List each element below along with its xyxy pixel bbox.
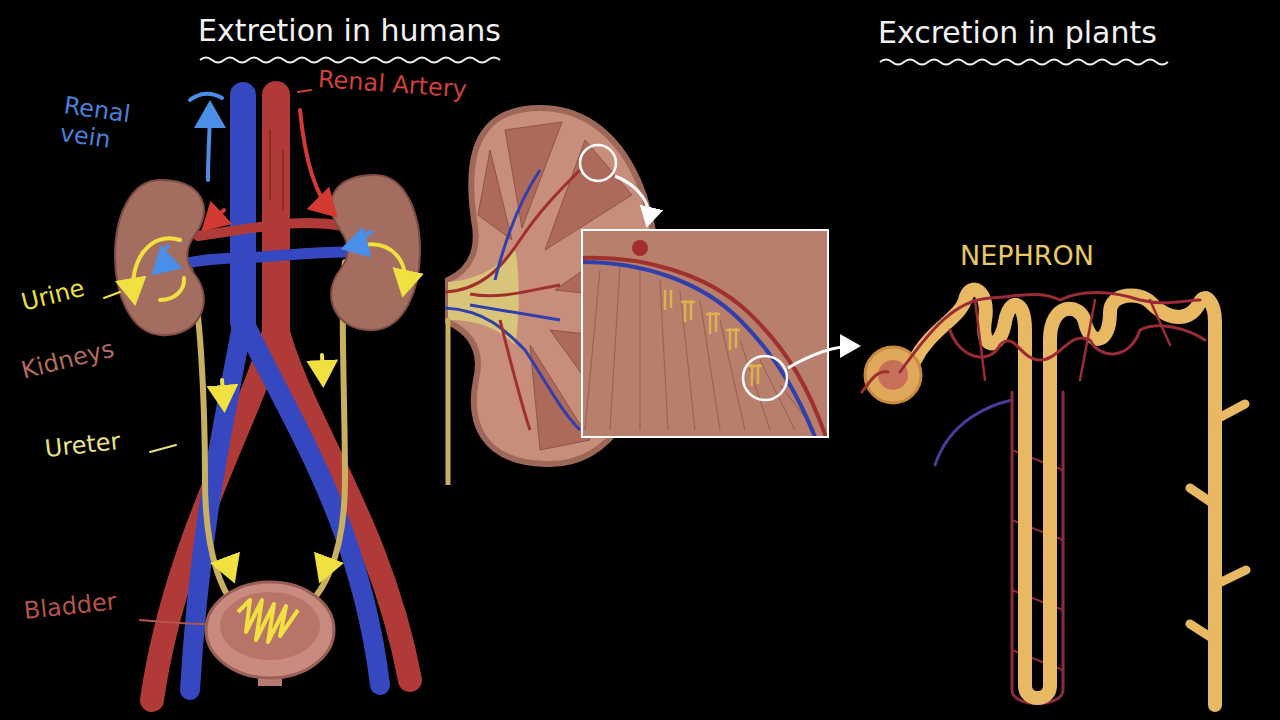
zoom-inset (743, 356, 787, 400)
kidney-section (495, 170, 540, 280)
leader-line (140, 620, 204, 624)
flow-arrow (222, 380, 224, 405)
leader-line (104, 292, 120, 298)
flow-arrow (190, 94, 222, 100)
zoom-inset (665, 290, 762, 386)
zoom-inset (788, 346, 855, 368)
kidney-section (445, 170, 580, 430)
blood-vessels (276, 223, 345, 226)
zoom-inset (639, 270, 640, 430)
nephron-drawing (935, 400, 1012, 465)
zoom-inset (700, 300, 720, 430)
leader-line (104, 90, 311, 624)
part-label: Kidneys (19, 336, 117, 386)
zoom-inset (585, 270, 600, 430)
leader-line (298, 90, 311, 92)
blood-vessels (262, 95, 290, 330)
flow-arrow (226, 560, 232, 576)
kidney-section (580, 145, 616, 181)
kidney-section (478, 150, 512, 240)
nephron-drawing (900, 293, 1200, 373)
flow-arrow (362, 232, 372, 252)
zoom-inset (610, 265, 620, 430)
part-label: Bladder (23, 588, 118, 625)
kidney-section (500, 320, 530, 430)
kidney-section (445, 170, 580, 292)
flow-arrow (160, 278, 184, 300)
part-label: Urine (19, 275, 88, 317)
nephron-drawing (878, 360, 908, 390)
zoom-inset (582, 258, 826, 437)
kidney-section (448, 250, 519, 345)
flow-arrow (322, 355, 323, 380)
zoom-inset (726, 328, 740, 350)
part-label: Ureter (44, 428, 122, 463)
heading-underline (200, 58, 500, 63)
zoom-inset (720, 320, 745, 430)
part-label: NEPHRON (960, 240, 1094, 271)
nephron-drawing (1190, 404, 1246, 640)
nephron-drawing (862, 372, 888, 392)
kidney-section (446, 318, 451, 485)
kidney-section (470, 285, 560, 296)
heading-underline (200, 58, 1168, 65)
nephron-drawing (915, 290, 1215, 705)
heading-underline (880, 60, 1168, 65)
flow-arrow (133, 238, 180, 298)
kidney-section (505, 122, 562, 228)
zoom-inset (582, 230, 855, 437)
zoom-inset (632, 240, 648, 256)
flow-arrow (133, 94, 405, 576)
blood-vessels (230, 95, 256, 322)
bladder-shape (238, 600, 298, 642)
blood-vessels (269, 130, 271, 200)
flow-arrow (208, 108, 210, 180)
zoom-inset (681, 300, 695, 322)
flow-arrow (163, 246, 175, 266)
zoom-inset (582, 230, 828, 437)
flow-arrow (300, 110, 332, 212)
kidney-shape (331, 175, 420, 330)
ureter-tube (190, 270, 242, 612)
zoom-inset (680, 290, 695, 430)
blood-vessels (182, 258, 243, 264)
section-heading: Extretion in humans (198, 14, 501, 49)
ureter-tube (190, 262, 345, 612)
nephron-drawing (950, 326, 1205, 360)
part-label: Renal Artery (317, 66, 468, 104)
blood-vessels (243, 252, 345, 258)
nephron-drawing (862, 290, 1246, 705)
zoom-inset (665, 290, 671, 310)
nephron-drawing (975, 300, 1170, 380)
section-heading: Excretion in plants (878, 16, 1157, 51)
kidney-section (470, 305, 560, 320)
flow-arrow (322, 560, 328, 576)
flow-arrow (207, 210, 224, 226)
zoom-inset (582, 230, 828, 437)
part-label: Renal vein (58, 92, 161, 160)
kidney-section (615, 176, 649, 222)
blood-vessels (198, 225, 276, 236)
bladder-shape (220, 592, 320, 660)
bladder-shape (206, 582, 334, 678)
zoom-inset (748, 364, 762, 386)
kidney-shape (115, 175, 420, 335)
kidney-section (445, 308, 580, 430)
bladder-shape (206, 582, 334, 686)
kidney-shape (115, 180, 204, 335)
blood-vessels (282, 150, 284, 210)
zoom-inset (706, 312, 720, 334)
leader-line (150, 445, 176, 452)
